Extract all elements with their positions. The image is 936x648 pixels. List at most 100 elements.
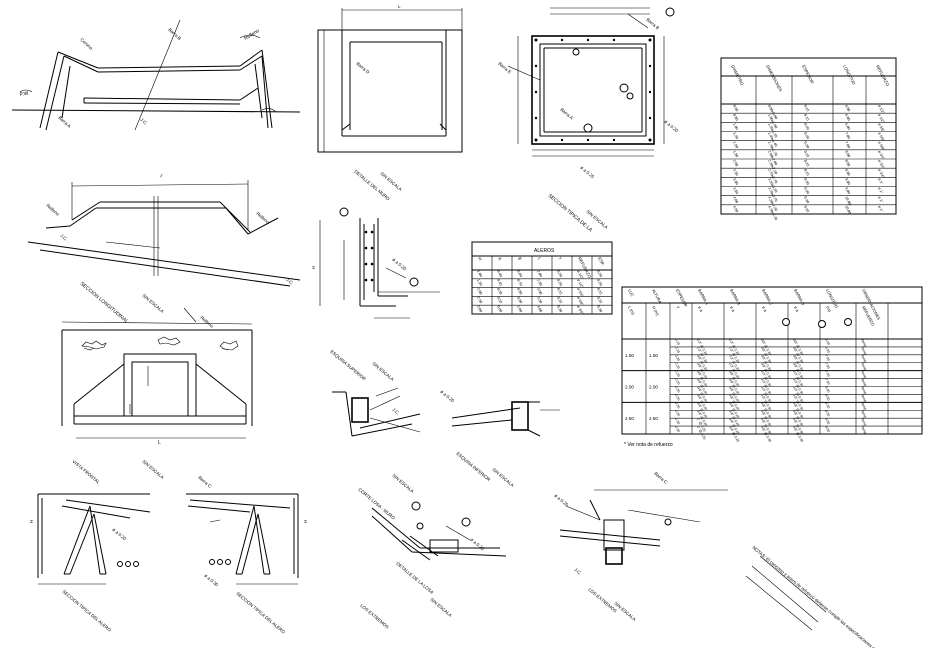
table-title: ALEROS (534, 248, 555, 254)
table-header-cell: T (557, 256, 563, 261)
table-header-cell: B (517, 256, 523, 261)
table-group-luz: 1.50 (625, 353, 634, 358)
table-cell: 0.55 (496, 296, 503, 304)
title-vista-frontal: VISTA FRONTAL (71, 459, 101, 485)
title-detalle-losa: DETALLE DE LA LOSA (395, 561, 434, 595)
table-footnote: * Ver nota de refuerzo (624, 442, 673, 448)
table-frame (720, 57, 897, 215)
isometric-wingwall-view: P.W. Relleno Corona J.C. Barra A Barra B (11, 19, 301, 131)
label-corona: Corona (79, 37, 94, 51)
table-cell: 1.40x1.40 (767, 132, 778, 148)
table-cell: ø 5/8" (877, 132, 885, 143)
table-cell: 5/8" @ 0.30 (792, 425, 804, 443)
table-cell: 0.20 (674, 370, 681, 378)
table-cell: 0.20 (556, 270, 563, 278)
label-los-extremos-1: LOS EXTREMOS (359, 603, 389, 630)
table-cell: 7.00 (824, 354, 831, 362)
label-barra-b-2: Barra B (645, 17, 660, 31)
table-cell: 0.20 (674, 378, 681, 386)
label-sin-escala-1: SIN ESCALA (141, 293, 165, 314)
table-cell: 0.60 (496, 305, 503, 313)
table-cell: ø 5/8" (576, 296, 584, 307)
table-cell: 0.25 (596, 296, 603, 304)
table-cell: 0.20 (674, 362, 681, 370)
label-spacing-8: ø a 0.20 (553, 493, 569, 508)
table-cell: 0.25 (674, 409, 681, 417)
title-seccion-tipica-alero-2: SECCION TIPICA DEL ALERO (235, 591, 286, 635)
table-cell: 0.30 (803, 196, 810, 204)
label-spacing-6: ø a 0.20 (439, 389, 455, 404)
label-sin-escala-5: SIN ESCALA (371, 361, 395, 382)
table-cell: ø 1" (877, 205, 884, 213)
table-cell: 3.00 (536, 287, 543, 295)
table-header-cell: A (497, 256, 503, 261)
label-barra-c: Barra C (197, 475, 213, 489)
table-cell: Temp. (860, 417, 868, 427)
table-cell: 0.25 (674, 401, 681, 409)
table-group-header: ALTURA (651, 288, 663, 304)
table-header-cell: H (m) (651, 305, 660, 317)
table-cell: 4.00 (732, 196, 739, 204)
table-cell: 10.00 (844, 196, 852, 206)
label-spacing-2: ø a 0.30 (203, 573, 219, 588)
table-cell: 2.00 (536, 270, 543, 278)
table-group-altura: 2.00 (649, 385, 658, 390)
table-group-header: LUZ (627, 288, 635, 298)
table-cell: 0.15 (674, 346, 681, 354)
table-group-header: ESPESOR (675, 288, 689, 308)
label-sin-escala-8: SIN ESCALA (429, 597, 453, 618)
table-cell: ø 1" (877, 187, 884, 195)
table-cell: Temp. (860, 401, 868, 411)
label-relleno-front: Relleno (199, 315, 214, 329)
table-cell: 0.20 (596, 278, 603, 286)
table-cell: 9.00 (844, 177, 851, 185)
table-cell: 0.15 (803, 113, 810, 121)
table-cell: 0.20 (803, 122, 810, 130)
label-dim-l-plan: L (398, 4, 401, 9)
table-cell: 0.15 (674, 338, 681, 346)
table-cell: 7.00 (844, 132, 851, 140)
table-cell: 0.25 (556, 287, 563, 295)
table-cell: Temp. (860, 394, 868, 404)
table-cell: 3/4" @ 0.25 (728, 425, 740, 443)
table-cell: ø 3/4" (576, 305, 584, 316)
label-relleno-right: Relleno (255, 211, 270, 225)
table-cell: 1.00 (516, 305, 523, 313)
title-corte-losa-muro: CORTE LOSA - MURO (357, 487, 396, 521)
table-cell: 0.30 (803, 177, 810, 185)
table-header-cell: ESPESOR (801, 64, 815, 84)
label-barra-e: Barra E (497, 61, 512, 75)
table-cell: 2.00 (732, 159, 739, 167)
table-cell: ø 3/4" (877, 150, 885, 161)
table-cell: 6.00 (844, 113, 851, 121)
table-cell: 0.80 (516, 287, 523, 295)
table-header-cell: DIMENSIONES (765, 64, 783, 92)
table-cell: 10.00 (844, 205, 852, 215)
table-marker-circle (782, 318, 790, 326)
table-cell: 0.25 (803, 159, 810, 167)
table-header-cell: ø a (697, 305, 704, 313)
label-dim-h-2: H (303, 520, 308, 523)
table-cell: 0.30 (674, 425, 681, 433)
table-cell: Temp. (860, 386, 868, 396)
wing-sections-left: VISTA FRONTAL SIN ESCALA Barra C ø a 0.2… (29, 459, 308, 635)
table-cell: 7.50 (824, 378, 831, 386)
table-cell: 8.00 (824, 401, 831, 409)
table-cell: 1.70x1.70 (767, 141, 778, 157)
label-sin-escala-7: SIN ESCALA (391, 473, 415, 494)
table-cell: ø 3/4" (877, 159, 885, 170)
label-spacing-1: ø a 0.20 (111, 527, 127, 542)
notes-text: NOTAS: El concreto y acero de refuerzo d… (751, 545, 890, 648)
table-cell: 0.45 (496, 278, 503, 286)
label-relleno: Relleno (243, 28, 261, 42)
table-cell: 7.50 (824, 362, 831, 370)
table-cell: 4.70x4.70 (767, 205, 778, 221)
table-cell: Temp. (860, 370, 868, 380)
table-cell: 0.30 (596, 305, 603, 313)
table-frame (621, 286, 923, 435)
table-cell: 2.70x2.70 (767, 168, 778, 184)
label-jc-5: J.C. (573, 567, 582, 576)
title-esquina-inferior: ESQUINA INFERIOR (455, 451, 492, 483)
